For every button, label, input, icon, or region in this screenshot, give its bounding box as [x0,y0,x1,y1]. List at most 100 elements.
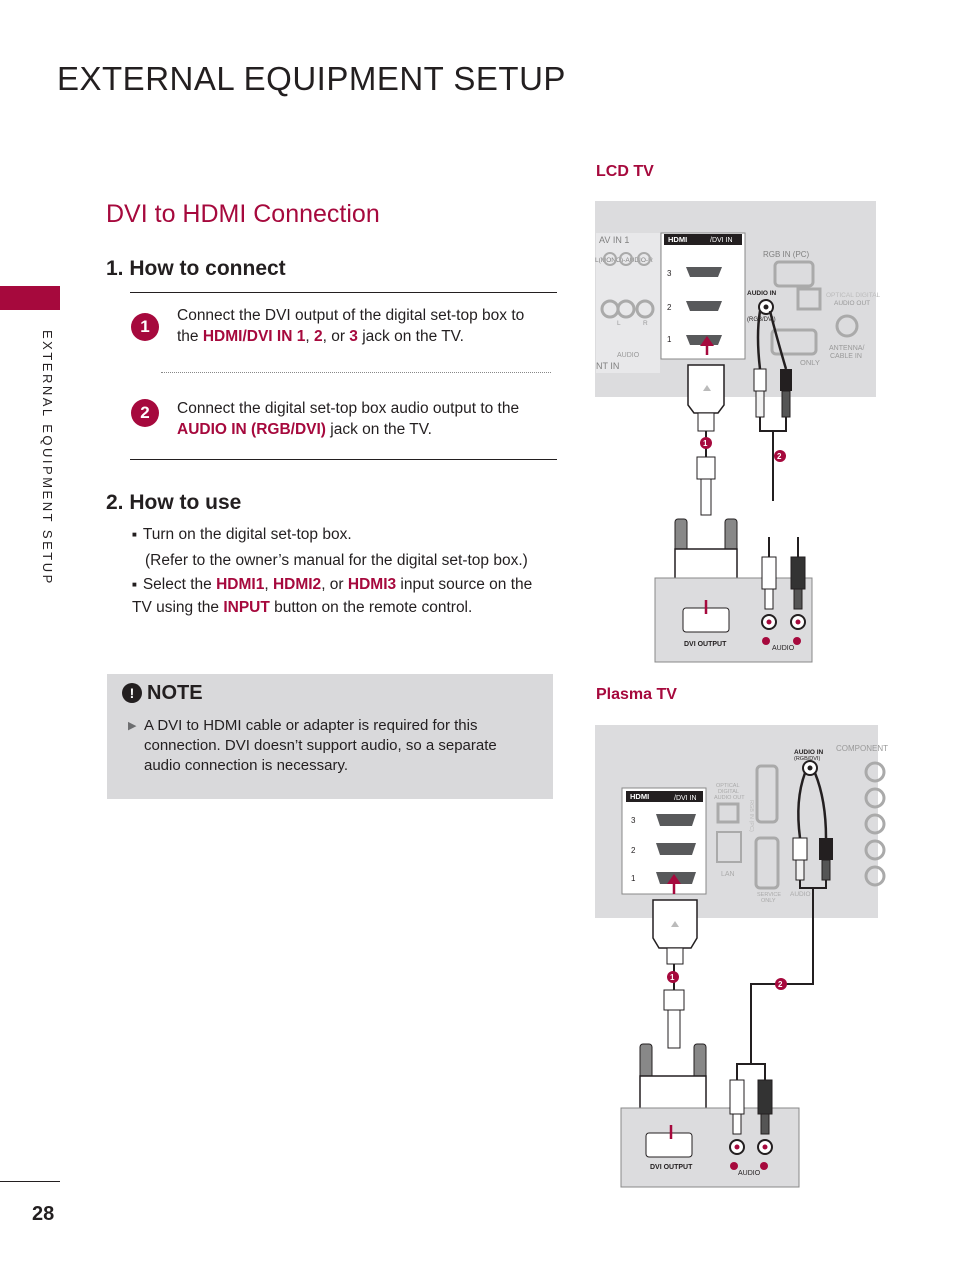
plasma-settop-audio-cable [736,1063,766,1080]
lcd-tv-label: LCD TV [596,163,654,180]
lcd-cable-in-label: CABLE IN [830,353,862,360]
plasma-rs232-port [754,836,780,890]
bullet-1-detail: (Refer to the owner’s manual for the dig… [145,552,528,569]
lcd-audio-label: AUDIO [772,645,795,652]
lcd-audio-in-label: AUDIO IN [747,290,777,297]
footer-rule [0,1181,60,1182]
plasma-dvi-output-label: DVI OUTPUT [650,1164,693,1171]
lcd-l-dot [762,637,770,645]
lcd-audio-out-label: AUDIO OUT [834,300,870,307]
plasma-arrow-head [667,874,681,884]
lcd-optical-port [796,287,822,311]
lcd-port-3: 3 [667,269,672,278]
divider [130,292,557,293]
bullet-1: Turn on the digital set-top box. [132,524,552,547]
plasma-settop-rca-black-tip [760,1113,770,1135]
plasma-dvi-in-label: /DVI IN [674,795,697,802]
plasma-hdmi-logo [626,791,703,802]
plasma-tv-diagram: HDMI /DVI IN 3 2 1 OPTICAL DIGITAL AUDIO… [595,725,888,1188]
lcd-settop-rca-black-tip [793,588,803,610]
plasma-rgb-port [755,764,779,824]
lcd-dvi-in-label: /DVI IN [710,237,733,244]
plasma-digital-label: DIGITAL [718,789,739,795]
plasma-audio-in-jack-center [807,765,813,771]
lcd-hdmi-logo [664,234,742,245]
plasma-dvi-plug-strain [663,989,685,1011]
plasma-settop-rca-white [729,1079,745,1115]
plasma-component-jack [864,839,886,861]
plasma-rca-plug-white-tip [795,859,805,881]
arrow-right-icon: ▶ [128,720,137,732]
lcd-r-label: R [643,320,648,327]
note-heading: NOTE [147,682,203,704]
plasma-component-jack [864,761,886,783]
plasma-marker-1 [667,971,679,983]
bullet-2: Select the HDMI1, HDMI2, or HDMI3 input … [132,574,552,618]
plasma-audio-small-label: AUDIO [790,891,811,898]
plasma-component-jack [864,813,886,835]
plasma-jack-center [762,1144,768,1150]
lcd-plug-mark [703,385,711,391]
lcd-jack [635,299,655,319]
plasma-lan-label: LAN [721,871,735,878]
lcd-rca-y-cable [756,310,788,370]
plasma-marker-1-text: 1 [670,973,675,982]
lcd-port-1: 1 [667,335,672,344]
lcd-antenna-port [835,314,859,338]
step-1-text: Connect the DVI output of the digital se… [177,307,525,345]
lcd-settop-rca-black [790,556,806,590]
lcd-settop-panel [654,577,813,663]
step-1-badge: 1 [131,313,159,341]
page-title: EXTERNAL EQUIPMENT SETUP [57,60,566,97]
side-tab-marker [0,286,60,310]
plasma-hdmi-logo-text: HDMI [630,792,649,801]
lcd-hdmi-port [686,267,722,277]
plasma-rca-plug-black-tip [821,859,831,881]
lcd-jack [619,252,633,266]
lcd-rs232-port [770,328,818,356]
plasma-plug-mark [671,921,679,927]
plasma-rca-plug-white [792,837,808,861]
lcd-marker-1-text: 1 [703,439,708,448]
lcd-rca-plug-white [753,368,767,392]
note-box [107,674,553,799]
plasma-component-label: COMPONENT [836,744,888,753]
lcd-hdmi-logo-text: HDMI [668,235,687,244]
lcd-hdmi-port [686,335,722,345]
lcd-jack [637,252,651,266]
lcd-only-label: ONLY [800,358,820,367]
plasma-plug-neck [666,947,684,965]
lcd-mono-audio-label: L(MONO)-AUDIO-R [595,257,653,264]
lcd-optical-label: OPTICAL DIGITAL [826,292,881,299]
lcd-marker-2-text: 2 [777,452,782,461]
plasma-settop-rca-black [757,1079,773,1115]
lcd-port-2: 2 [667,303,672,312]
plasma-rca-plug-black [819,838,833,860]
plasma-audio-label: AUDIO [738,1170,761,1177]
lcd-r-dot [793,637,801,645]
lcd-settop-rca-white-tip [764,588,774,610]
plasma-r-dot [760,1162,768,1170]
lcd-plug-neck [697,412,715,432]
lcd-audio-in-jack-center [763,304,769,310]
plasma-audio-out-label: AUDIO OUT [714,795,745,801]
lcd-jack [603,252,617,266]
lcd-settop-rca-white [761,556,777,590]
lcd-nt-in-label: NT IN [596,361,619,371]
step-2-text: Connect the digital set-top box audio ou… [177,400,520,438]
lcd-arrow-head [700,336,714,346]
section-title: DVI to HDMI Connection [106,200,380,228]
lcd-rca-plug-black-tip [781,390,791,418]
how-to-connect-heading: 1. How to connect [106,257,286,280]
note-text: A DVI to HDMI cable or adapter is requir… [144,717,497,774]
warning-icon: ! [122,683,142,703]
divider [130,459,557,460]
plasma-only-label: ONLY [761,898,776,904]
plasma-component-jack [864,865,886,887]
plasma-rca-y-cable [797,772,828,839]
lcd-dvi-plug-strain [696,456,716,480]
lcd-audio-cable [759,417,787,432]
dotted-separator [161,372,551,373]
lcd-rca-plug-white-tip [755,390,765,418]
lcd-av-in-label: AV IN 1 [599,235,629,245]
